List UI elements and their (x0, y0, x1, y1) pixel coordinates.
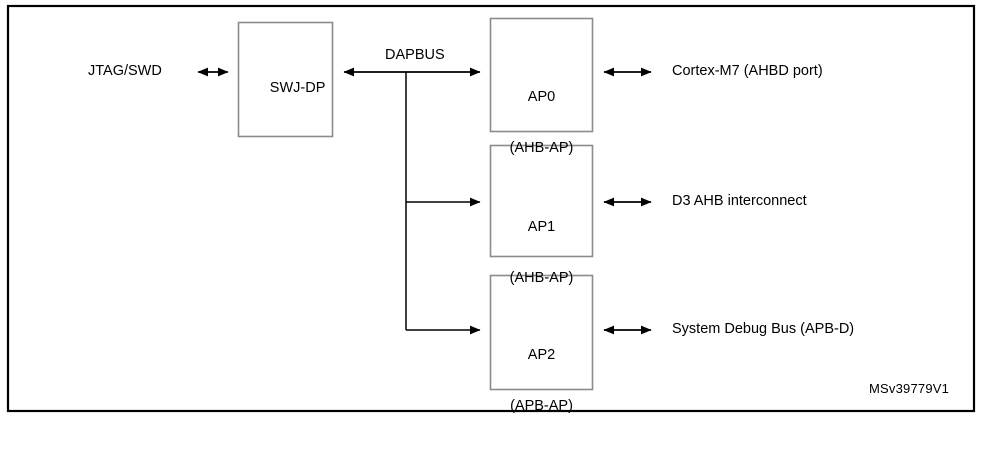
d3-ahb-interconnect-label: D3 AHB interconnect (672, 193, 807, 209)
swj-dp-box (237, 21, 334, 138)
ap2-label-line2: (APB-AP) (510, 398, 573, 414)
ap0-box (489, 17, 594, 133)
ap1-label: AP1 (AHB-AP) (490, 185, 593, 321)
swj-dp-label: SWJ-DP (238, 63, 333, 114)
swj-dp-label-line1: SWJ-DP (269, 80, 326, 96)
ap1-label-line1: AP1 (527, 219, 556, 235)
ap1-box (489, 144, 594, 258)
diagram-canvas (6, 4, 976, 413)
ap2-label: AP2 (APB-AP) (490, 313, 593, 449)
ap0-label-line1: AP0 (527, 89, 556, 105)
diagram-text-layer: SWJ-DP AP0 (AHB-AP) AP1 (AHB-AP) AP2 (AP… (88, 47, 950, 414)
ap0-label: AP0 (AHB-AP) (490, 55, 593, 191)
jtag-swd-label: JTAG/SWD (88, 63, 162, 79)
ap0-label-line2: (AHB-AP) (509, 140, 574, 156)
ap2-label-line1: AP2 (527, 347, 556, 363)
debug-access-port-block-diagram: SWJ-DP AP0 (AHB-AP) AP1 (AHB-AP) AP2 (AP… (6, 4, 976, 414)
dapbus-label: DAPBUS (385, 47, 445, 63)
ap1-label-line2: (AHB-AP) (509, 270, 574, 286)
system-debug-bus-label: System Debug Bus (APB-D) (672, 321, 855, 337)
ap2-box (489, 274, 594, 391)
figure-id-watermark: MSv39779V1 (869, 381, 950, 396)
cortex-m7-label: Cortex-M7 (AHBD port) (672, 63, 823, 79)
